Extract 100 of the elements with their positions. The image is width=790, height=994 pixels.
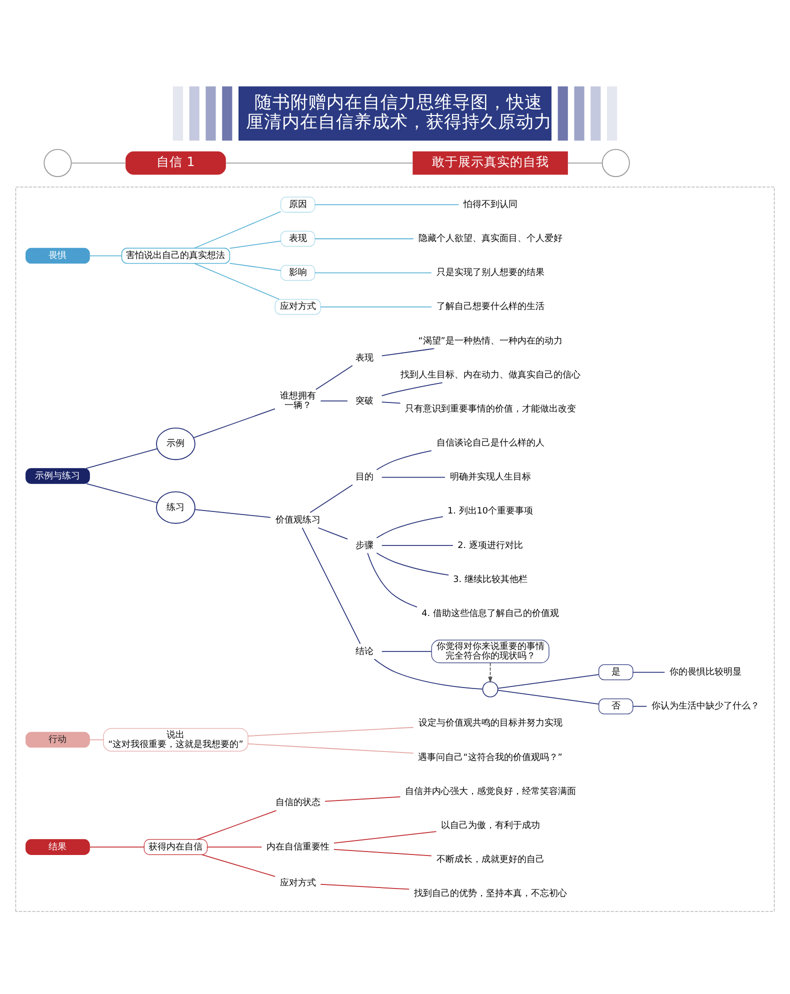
connector [374, 658, 483, 690]
connector [334, 848, 432, 856]
connector [381, 476, 446, 478]
connector [302, 527, 361, 644]
connector [310, 484, 353, 513]
connector [318, 527, 348, 540]
connector [376, 552, 450, 576]
connector [248, 743, 414, 754]
node-box: 害怕说出自己的真实想法 [121, 248, 230, 264]
node-box: 影响 [280, 264, 316, 281]
connector [320, 306, 432, 308]
node-box: 表现 [280, 230, 316, 247]
connector [229, 240, 282, 249]
connector [315, 365, 353, 390]
node-box: 畏惧 [26, 248, 90, 264]
node-box: 否 [598, 698, 634, 714]
node-text: 以自己为傲，有利于成功 [440, 820, 540, 831]
node-box: 结果 [26, 839, 90, 855]
node-text: 怕得不到认同 [463, 200, 518, 210]
connector [70, 162, 126, 164]
node-text: 谁想拥有一辆？ [280, 392, 316, 411]
node-text: 自信的状态 [275, 798, 320, 808]
arrow [488, 662, 492, 683]
diagram-title: 随书附赠内在自信力思维导图，快速厘清内在自信养成术，获得持久原动力 [246, 93, 552, 133]
connector [376, 450, 432, 470]
node-box: 获得内在自信 [144, 839, 208, 855]
connector [498, 690, 600, 705]
connector [314, 272, 432, 274]
connector [86, 448, 158, 469]
node-box: 应对方式 [274, 299, 321, 315]
connector [89, 739, 104, 740]
node-text: 目的 [356, 472, 374, 483]
connector [334, 831, 437, 844]
connector [229, 262, 282, 271]
connector [367, 552, 418, 608]
connector [324, 796, 401, 802]
node-text: 你的畏惧比较明显 [669, 668, 742, 678]
node-ellipse: 练习 [156, 491, 196, 524]
node-text: 内在自信重要性 [266, 842, 330, 852]
connector [567, 162, 603, 164]
node-text: “渴望”是一种热情、一种内在的动力 [418, 336, 562, 346]
connector [376, 516, 444, 538]
node-text: 只是实现了别人想要的结果 [436, 268, 544, 278]
node-text: 3. 继续比较其他栏 [453, 574, 528, 585]
node-box: 你觉得对你来说重要的事情完全符合你的现状吗？ [431, 640, 550, 664]
node-box: 自信 1 [126, 151, 226, 175]
connector [320, 400, 348, 402]
connector [86, 483, 158, 504]
connector [381, 651, 432, 652]
connector [498, 674, 600, 689]
connector [194, 263, 280, 300]
node-box: 敢于展示真实的自我 [412, 151, 568, 175]
node-box: 示例与练习 [26, 468, 90, 484]
connector [248, 726, 414, 736]
connector [381, 382, 443, 396]
connector [225, 162, 414, 164]
connector [207, 846, 262, 848]
node-circle [602, 148, 630, 178]
connector [381, 402, 401, 404]
node-text: 表现 [356, 353, 374, 364]
node-text: 遇事问自己“这符合我的价值观吗？” [418, 752, 562, 763]
node-text: 2. 逐项进行对比 [458, 540, 523, 551]
connector [193, 408, 276, 438]
connector [632, 672, 666, 673]
node-text: 找到人生目标、内在动力、做真实自己的信心 [400, 370, 580, 380]
node-box: 是 [598, 664, 634, 680]
connector [89, 255, 122, 256]
connector [194, 509, 271, 518]
node-text: 价值观练习 [275, 516, 320, 526]
node-box: 说出“这对我很重要，这就是我想要的” [103, 728, 248, 752]
node-text: 4. 借助这些信息了解自己的价值观 [422, 608, 559, 619]
connector [202, 854, 276, 877]
node-text: 应对方式 [280, 878, 316, 888]
node-ellipse: 示例 [156, 428, 196, 460]
connector [381, 544, 454, 546]
node-text: 不断成长，成就更好的自己 [436, 855, 544, 866]
connector [314, 238, 414, 240]
connector [194, 211, 282, 249]
node-text: 你认为生活中缺少了什么？ [651, 702, 760, 712]
node-text: 结论 [356, 646, 374, 657]
cluster [15, 186, 775, 912]
node-circle [44, 148, 72, 178]
node-text: 隐藏个人欲望、真实面目、个人爱好 [418, 234, 562, 244]
node-text: 只有意识到重要事情的价值，才能做出改变 [404, 404, 576, 414]
connector [314, 204, 460, 206]
node-text: 了解自己想要什么样的生活 [436, 302, 544, 312]
connector [320, 884, 410, 890]
node-text: 找到自己的优势，坚持本真，不忘初心 [414, 889, 567, 900]
connector [89, 846, 145, 848]
node-box: 原因 [280, 196, 316, 213]
node-text: 自信并内心强大，感觉良好，经常笑容满面 [404, 786, 576, 797]
connector [381, 348, 435, 356]
node-box: 行动 [26, 732, 90, 748]
node-text: 设定与价值观共鸣的目标并努力实现 [418, 718, 562, 729]
connector [632, 706, 648, 707]
node-text: 步骤 [356, 540, 374, 551]
node-text: 1. 列出10个重要事项 [448, 506, 534, 517]
node-circle [482, 681, 498, 698]
node-text: 明确并实现人生目标 [450, 472, 531, 483]
node-text: 突破 [356, 396, 374, 406]
